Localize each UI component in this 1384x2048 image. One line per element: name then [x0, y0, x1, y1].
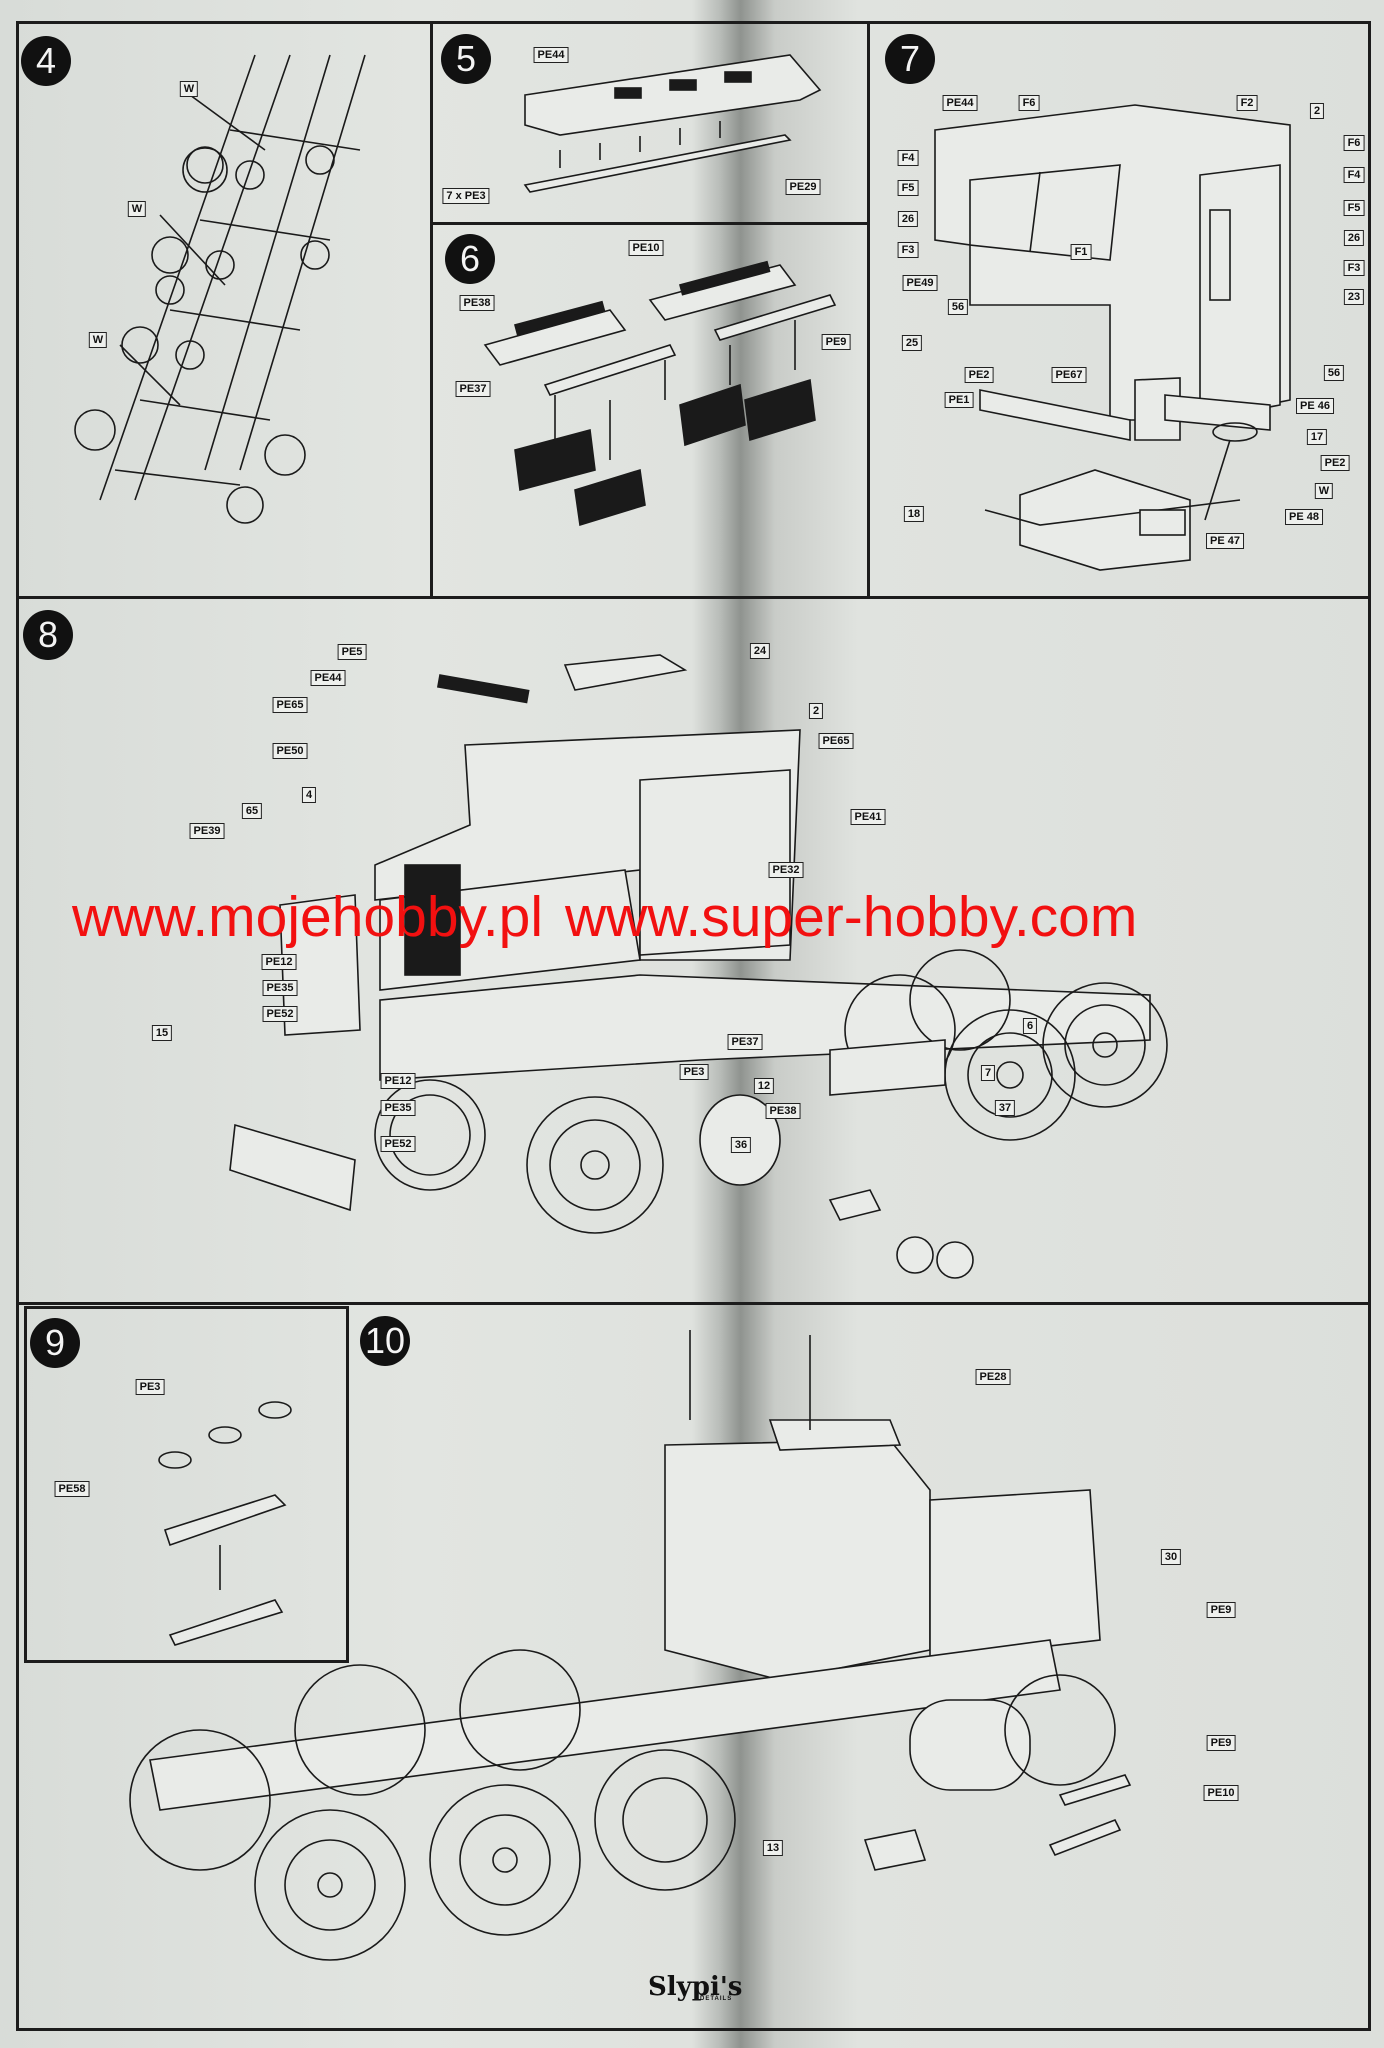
part-label: PE44 — [942, 95, 978, 111]
step-badge-9: 9 — [30, 1318, 80, 1368]
part-label: 23 — [1343, 289, 1365, 305]
part-label: 65 — [241, 803, 263, 819]
panel-step-8 — [16, 596, 1371, 1305]
part-label: PE38 — [765, 1103, 801, 1119]
part-label: PE41 — [850, 809, 886, 825]
part-label: F6 — [1018, 95, 1040, 111]
part-label: PE67 — [1051, 367, 1087, 383]
logo-subtitle: DETAILS — [700, 1996, 733, 2002]
part-label: PE5 — [337, 644, 367, 660]
part-label: PE44 — [533, 47, 569, 63]
part-label: 30 — [1160, 1549, 1182, 1565]
part-label: PE44 — [310, 670, 346, 686]
part-label: PE1 — [944, 392, 974, 408]
part-label: F2 — [1236, 95, 1258, 111]
part-label: PE37 — [455, 381, 491, 397]
part-label: PE 46 — [1296, 398, 1334, 414]
part-label: PE2 — [964, 367, 994, 383]
part-label: PE39 — [189, 823, 225, 839]
part-label: PE49 — [902, 275, 938, 291]
part-label: PE35 — [262, 980, 298, 996]
watermark-superhobby: www.super-hobby.com — [565, 885, 1138, 949]
part-label: F1 — [1070, 244, 1092, 260]
part-label: PE 47 — [1206, 533, 1244, 549]
part-label: 2 — [808, 703, 824, 719]
part-label: 4 — [301, 787, 317, 803]
part-label: F3 — [897, 242, 919, 258]
part-label: 15 — [151, 1025, 173, 1041]
part-label: PE38 — [459, 295, 495, 311]
cab-interior-drawing — [934, 104, 1291, 571]
part-label: PE9 — [821, 334, 851, 350]
part-label: 17 — [1306, 429, 1328, 445]
part-label: W — [179, 81, 199, 97]
part-label: F6 — [1343, 135, 1365, 151]
part-label: PE37 — [727, 1034, 763, 1050]
part-label: PE58 — [54, 1481, 90, 1497]
part-label: F4 — [1343, 167, 1365, 183]
part-label: 12 — [753, 1078, 775, 1094]
part-label: PE65 — [272, 697, 308, 713]
part-label: 56 — [947, 299, 969, 315]
step-badge-8: 8 — [23, 610, 73, 660]
part-label: PE28 — [975, 1369, 1011, 1385]
part-label: F4 — [897, 150, 919, 166]
part-label: 7 — [980, 1065, 996, 1081]
complete-truck-drawing — [129, 1330, 1132, 1961]
logo-name: Slypi's — [648, 1972, 743, 2002]
part-label: PE50 — [272, 743, 308, 759]
part-label: 56 — [1323, 365, 1345, 381]
part-label: PE52 — [262, 1006, 298, 1022]
part-label: F5 — [897, 180, 919, 196]
truck-assembly-drawing — [229, 654, 1168, 1279]
part-label: PE9 — [1206, 1602, 1236, 1618]
step-bracket-drawing — [158, 1401, 292, 1646]
part-label: 13 — [762, 1840, 784, 1856]
part-label: W — [1314, 483, 1334, 499]
part-label: 26 — [897, 211, 919, 227]
part-label: 37 — [994, 1100, 1016, 1116]
step-badge-7: 7 — [885, 34, 935, 84]
part-label: PE3 — [679, 1064, 709, 1080]
part-label: 36 — [730, 1137, 752, 1153]
panel-step-9 — [24, 1306, 349, 1663]
step-badge-6: 6 — [445, 234, 495, 284]
part-label: 7 x PE3 — [442, 188, 490, 204]
part-label: PE9 — [1206, 1735, 1236, 1751]
part-label: 26 — [1343, 230, 1365, 246]
part-label: PE32 — [768, 862, 804, 878]
part-label: PE2 — [1320, 455, 1350, 471]
part-label: F3 — [1343, 260, 1365, 276]
part-label: F5 — [1343, 200, 1365, 216]
step-badge-5: 5 — [441, 34, 491, 84]
step-badge-10: 10 — [360, 1316, 410, 1366]
part-label: PE35 — [380, 1100, 416, 1116]
part-label: 18 — [903, 506, 925, 522]
watermark-mojehobby: www.mojehobby.pl — [72, 885, 544, 949]
part-label: W — [127, 201, 147, 217]
step-badge-4: 4 — [21, 36, 71, 86]
part-label: 25 — [901, 335, 923, 351]
part-label: PE3 — [135, 1379, 165, 1395]
part-label: PE52 — [380, 1136, 416, 1152]
part-label: W — [88, 332, 108, 348]
chassis-frame-drawing — [74, 54, 366, 524]
brand-logo: Slypi's DETAILS — [648, 1972, 742, 2002]
part-label: PE12 — [261, 954, 297, 970]
part-label: PE10 — [1203, 1785, 1239, 1801]
part-label: PE10 — [628, 240, 664, 256]
part-label: PE29 — [785, 179, 821, 195]
part-label: 24 — [749, 643, 771, 659]
part-label: 2 — [1309, 103, 1325, 119]
roof-panel-drawing — [523, 54, 822, 193]
part-label: PE65 — [818, 733, 854, 749]
step-guards-drawing — [483, 260, 837, 527]
part-label: 6 — [1022, 1018, 1038, 1034]
part-label: PE12 — [380, 1073, 416, 1089]
part-label: PE 48 — [1285, 509, 1323, 525]
